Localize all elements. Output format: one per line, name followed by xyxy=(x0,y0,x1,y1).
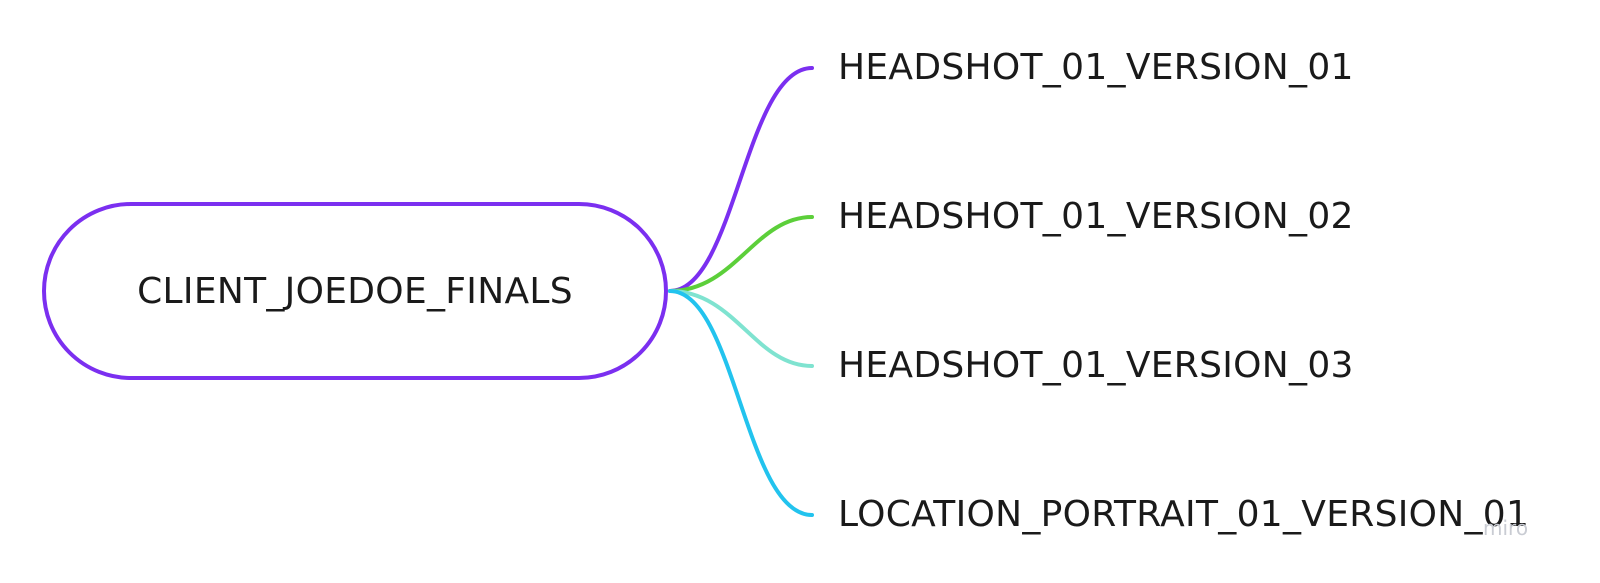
miro-watermark: miro xyxy=(1483,516,1529,540)
child-node-headshot-01-version-02[interactable]: HEADSHOT_01_VERSION_02 xyxy=(838,196,1354,237)
branch-connector-2 xyxy=(668,215,814,293)
child-node-headshot-01-version-03[interactable]: HEADSHOT_01_VERSION_03 xyxy=(838,345,1354,386)
branch-connector-1 xyxy=(668,66,814,293)
branch-connector-3 xyxy=(668,289,814,368)
branch-connector-4 xyxy=(668,289,814,517)
child-node-location-portrait-01-version-01[interactable]: LOCATION_PORTRAIT_01_VERSION_01 xyxy=(838,494,1530,535)
root-node-label: CLIENT_JOEDOE_FINALS xyxy=(137,270,573,312)
child-node-headshot-01-version-01[interactable]: HEADSHOT_01_VERSION_01 xyxy=(838,47,1354,88)
root-node[interactable]: CLIENT_JOEDOE_FINALS xyxy=(42,202,668,380)
